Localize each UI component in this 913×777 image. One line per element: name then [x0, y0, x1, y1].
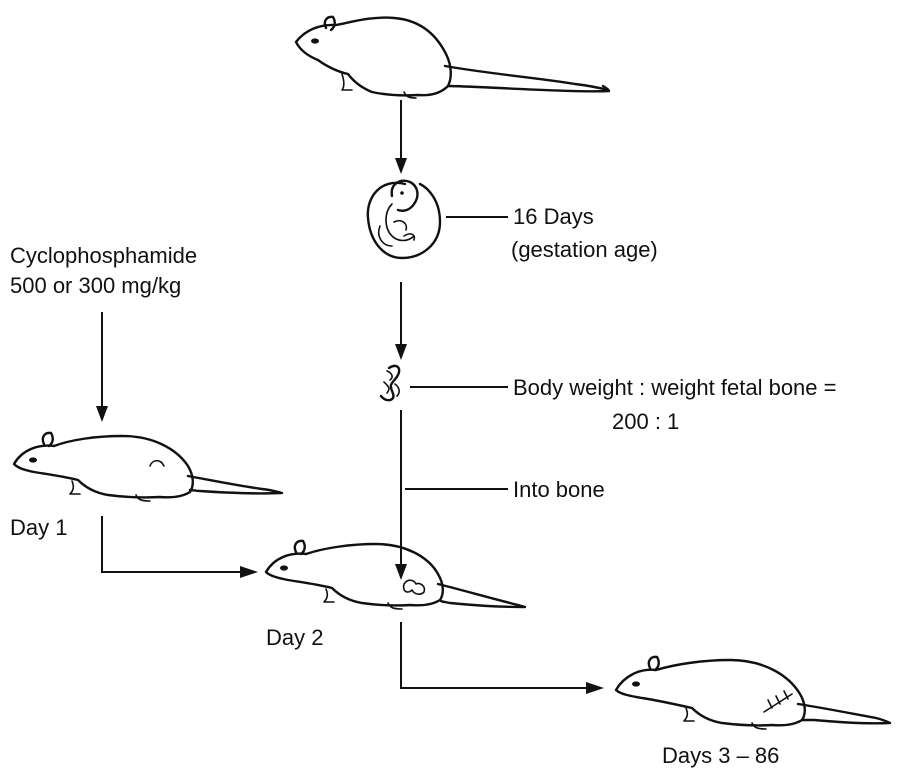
arrow-bone-to-day2-rat: [395, 410, 407, 580]
arrow-drug-to-day1-rat: [96, 312, 108, 422]
day1-label: Day 1: [10, 514, 67, 542]
fetal-bone-icon: [381, 366, 399, 400]
ratio-title-label: Body weight : weight fetal bone =: [513, 374, 837, 402]
days-range-label: Days 3 – 86: [662, 742, 779, 770]
recipient-rat-late-icon: [616, 657, 890, 729]
drug-dose-label: 500 or 300 mg/kg: [10, 272, 181, 300]
gestation-days-label: 16 Days: [513, 203, 594, 231]
arrow-fetus-to-bone: [395, 282, 407, 360]
drug-name-label: Cyclophosphamide: [10, 242, 197, 270]
gestation-note-label: (gestation age): [511, 236, 658, 264]
arrow-day2-to-late: [401, 622, 604, 694]
into-bone-label: Into bone: [513, 476, 605, 504]
recipient-rat-day1-icon: [14, 433, 282, 501]
day2-label: Day 2: [266, 624, 323, 652]
arrow-day1-to-day2: [102, 516, 258, 578]
recipient-rat-day2-icon: [266, 541, 525, 609]
pregnant-rat-icon: [296, 17, 609, 98]
arrow-rat-to-fetus: [395, 100, 407, 174]
fetus-icon: [368, 181, 440, 258]
ratio-value-label: 200 : 1: [612, 408, 679, 436]
